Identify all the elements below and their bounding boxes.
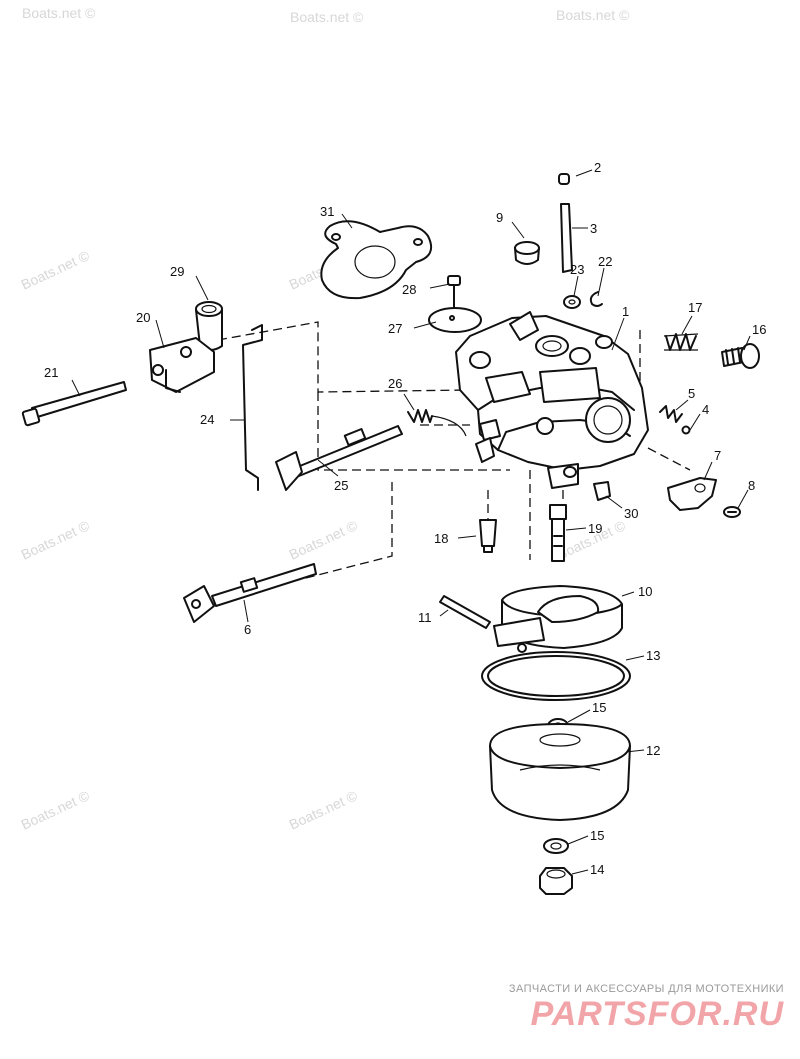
part-11-pin bbox=[439, 595, 491, 629]
part-label: 26 bbox=[388, 376, 402, 391]
part-label: 16 bbox=[752, 322, 766, 337]
part-label: 5 bbox=[688, 386, 695, 401]
part-20-bracket bbox=[149, 337, 215, 393]
part-16-screw bbox=[721, 343, 760, 369]
part-9-plug bbox=[514, 241, 540, 265]
part-15-lower-washer bbox=[543, 838, 569, 854]
brand-tagline: ЗАПЧАСТИ И АКСЕССУАРЫ ДЛЯ МОТОТЕХНИКИ bbox=[508, 983, 784, 995]
part-24-link bbox=[242, 324, 263, 491]
part-label: 1 bbox=[622, 304, 629, 319]
part-12-bowl bbox=[489, 723, 631, 821]
part-label: 24 bbox=[200, 412, 214, 427]
part-31-gasket bbox=[320, 220, 432, 300]
part-label: 11 bbox=[418, 610, 432, 625]
leader-lines bbox=[71, 169, 751, 875]
part-label: 6 bbox=[244, 622, 251, 637]
part-label: 25 bbox=[334, 478, 348, 493]
part-17-spring bbox=[663, 333, 699, 351]
brand-logo[interactable]: PARTSFOR.RU bbox=[530, 995, 784, 1033]
part-label: 27 bbox=[388, 321, 402, 336]
part-14-nut bbox=[539, 867, 573, 895]
part-label: 30 bbox=[624, 506, 638, 521]
part-label: 18 bbox=[434, 531, 448, 546]
part-label: 22 bbox=[598, 254, 612, 269]
part-8-screw bbox=[723, 506, 741, 518]
part-label: 13 bbox=[646, 648, 660, 663]
part-19-needle bbox=[549, 504, 567, 562]
part-labels: 2 3 9 22 23 31 29 28 27 1 20 17 16 21 26… bbox=[44, 160, 766, 877]
assembly-lines bbox=[217, 321, 691, 601]
part-label: 10 bbox=[638, 584, 652, 599]
part-30-jet bbox=[593, 481, 611, 501]
watermark: Boats.net © bbox=[290, 9, 364, 25]
part-label: 15 bbox=[590, 828, 604, 843]
watermark: Boats.net © bbox=[19, 517, 93, 563]
part-label: 21 bbox=[44, 365, 58, 380]
watermark: Boats.net © bbox=[287, 787, 361, 833]
watermark: Boats.net © bbox=[19, 247, 93, 293]
part-10-float bbox=[493, 585, 623, 653]
part-label: 31 bbox=[320, 204, 334, 219]
watermark: Boats.net © bbox=[22, 5, 96, 21]
watermark: Boats.net © bbox=[556, 7, 630, 23]
watermark: Boats.net © bbox=[287, 517, 361, 563]
part-label: 15 bbox=[592, 700, 606, 715]
part-label: 28 bbox=[402, 282, 416, 297]
part-23-washer bbox=[563, 295, 581, 309]
part-22-clip bbox=[589, 291, 603, 307]
part-3-rod bbox=[560, 203, 573, 273]
watermark: Boats.net © bbox=[19, 787, 93, 833]
part-label: 2 bbox=[594, 160, 601, 175]
part-label: 23 bbox=[570, 262, 584, 277]
part-label: 29 bbox=[170, 264, 184, 279]
part-26-spring bbox=[407, 409, 467, 437]
part-label: 4 bbox=[702, 402, 709, 417]
part-27-disc bbox=[428, 307, 482, 333]
part-label: 8 bbox=[748, 478, 755, 493]
part-1-carburetor-body bbox=[455, 311, 649, 489]
part-label: 14 bbox=[590, 862, 604, 877]
part-25-shaft bbox=[275, 425, 403, 491]
brand-block: ЗАПЧАСТИ И АКСЕССУАРЫ ДЛЯ МОТОТЕХНИКИ PA… bbox=[509, 983, 784, 1033]
part-2-cap bbox=[558, 173, 570, 185]
part-6-shaft bbox=[183, 563, 317, 623]
part-label: 3 bbox=[590, 221, 597, 236]
part-7-arm bbox=[667, 477, 717, 511]
part-5-spring bbox=[659, 405, 683, 423]
part-label: 9 bbox=[496, 210, 503, 225]
part-label: 19 bbox=[588, 521, 602, 536]
part-label: 20 bbox=[136, 310, 150, 325]
part-28-screw bbox=[447, 275, 461, 313]
part-18-jet bbox=[479, 519, 497, 553]
part-4-ball bbox=[681, 425, 691, 435]
part-label: 17 bbox=[688, 300, 702, 315]
part-13-gasket bbox=[481, 651, 631, 701]
part-label: 7 bbox=[714, 448, 721, 463]
part-21-pin bbox=[21, 381, 127, 427]
part-label: 12 bbox=[646, 743, 660, 758]
